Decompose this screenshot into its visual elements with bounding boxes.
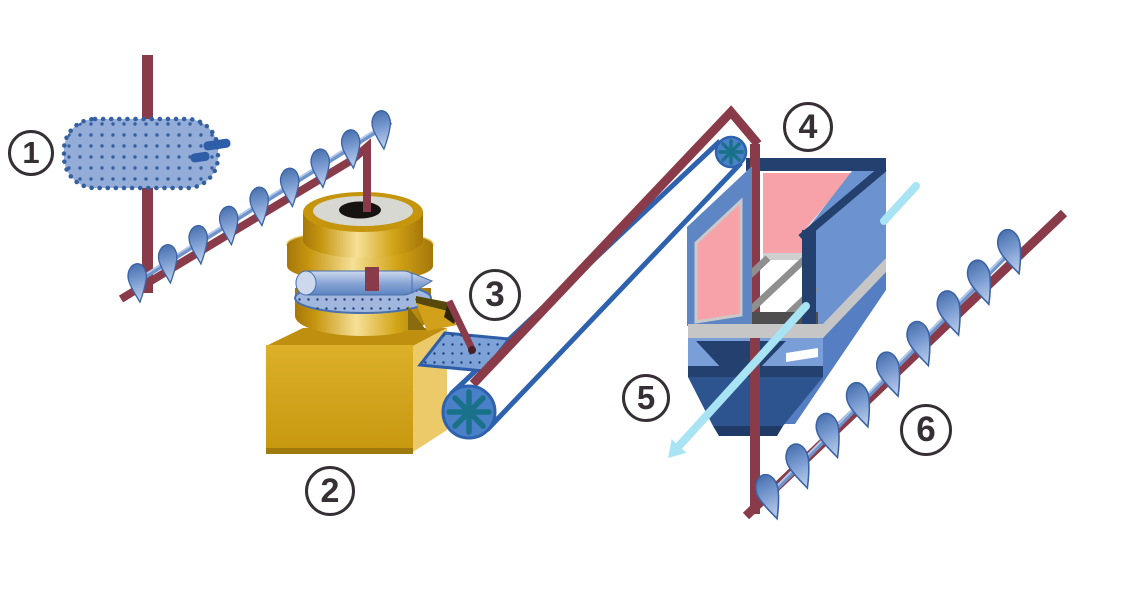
hopper-bottom [713,426,783,436]
label-5-badge: 5 [622,374,670,422]
box-back-panel [763,173,852,257]
conveyor-support-beam [469,105,762,388]
drum-spike-texture [64,119,218,188]
label-1-number: 1 [22,135,40,170]
discharge-flow-arrow [668,182,920,458]
box-outlet-slot [786,348,818,362]
screw-conveyor-upper [118,108,398,305]
mill-roller-cap [295,270,317,296]
mill-base-top [266,328,447,346]
mill-spout-lip [416,296,452,311]
screening-box [687,144,887,514]
box-left-panel [694,197,743,324]
screen-plate-holes [420,333,509,371]
conveyor-frame [445,105,762,388]
mill-base-front [266,345,413,453]
mill-spout-shadow [408,306,426,330]
label-1-badge: 1 [8,130,54,176]
label-6-number: 6 [916,410,936,449]
label-5-number: 5 [636,379,656,416]
label-3-badge: 3 [469,269,521,321]
box-inner-corner-edge [798,164,887,242]
mill-feed-hole [339,201,381,219]
box-panel-sill [763,253,804,260]
grinding-mill [266,192,458,454]
mill-roller-tip [411,272,434,294]
screw-conveyor-lower [742,209,1068,523]
belt-lower-run [485,161,743,432]
mill-base-bottom-edge [266,448,413,454]
box-gray-band-front [688,324,823,338]
box-gray-band-right [823,258,886,338]
box-right-wall [804,171,886,327]
label-4-badge: 4 [783,102,833,152]
box-top-band [746,158,886,171]
arrowhead [668,439,687,458]
belt-pulley-top [714,135,748,169]
label-3-number: 3 [485,275,505,314]
drum-side-stubs [190,138,231,163]
spiked-drum-roller [61,55,231,293]
label-2-number: 2 [320,471,340,510]
mill-roller-coupling [365,267,379,291]
label-2-badge: 2 [305,466,355,516]
box-front-post [802,230,816,340]
label-4-number: 4 [798,107,818,146]
label-6-badge: 6 [900,404,952,456]
belt-pulley-bottom [441,384,497,440]
drum-spiked-rim [61,116,221,191]
spout-drop-rod [445,299,476,354]
mill-spout-body [416,303,457,331]
